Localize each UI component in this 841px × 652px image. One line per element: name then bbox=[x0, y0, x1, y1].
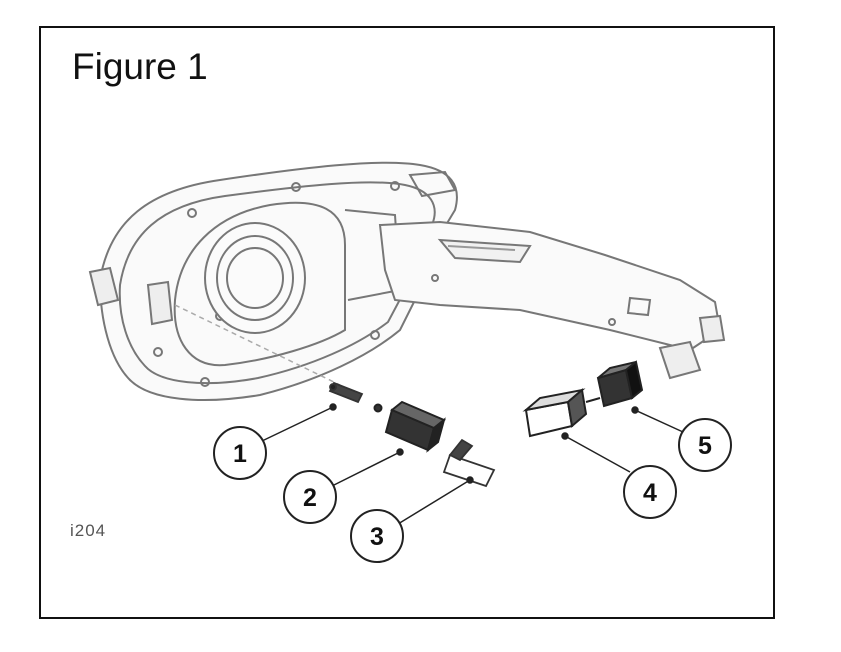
callout-4-label: 4 bbox=[643, 479, 657, 507]
part-3-bracket bbox=[442, 438, 496, 488]
hinge-arm bbox=[378, 220, 726, 380]
callout-1-label: 1 bbox=[233, 440, 247, 468]
part-5-solenoid bbox=[596, 360, 644, 408]
figure-code: i204 bbox=[70, 521, 107, 540]
callout-3: 3 bbox=[350, 509, 404, 563]
part-2-actuator bbox=[373, 400, 446, 453]
callout-2: 2 bbox=[283, 470, 337, 524]
callout-5-label: 5 bbox=[698, 432, 712, 460]
figure-title: Figure 1 bbox=[72, 46, 208, 87]
leader-lines bbox=[261, 403, 684, 525]
part-4-connector bbox=[522, 388, 601, 438]
callout-1: 1 bbox=[213, 426, 267, 480]
callout-2-label: 2 bbox=[303, 484, 317, 512]
callout-4: 4 bbox=[623, 465, 677, 519]
callout-3-label: 3 bbox=[370, 523, 384, 551]
part-1-pin bbox=[328, 381, 364, 404]
callout-5: 5 bbox=[678, 418, 732, 472]
filler-neck bbox=[204, 222, 306, 334]
alignment-line bbox=[174, 304, 341, 386]
